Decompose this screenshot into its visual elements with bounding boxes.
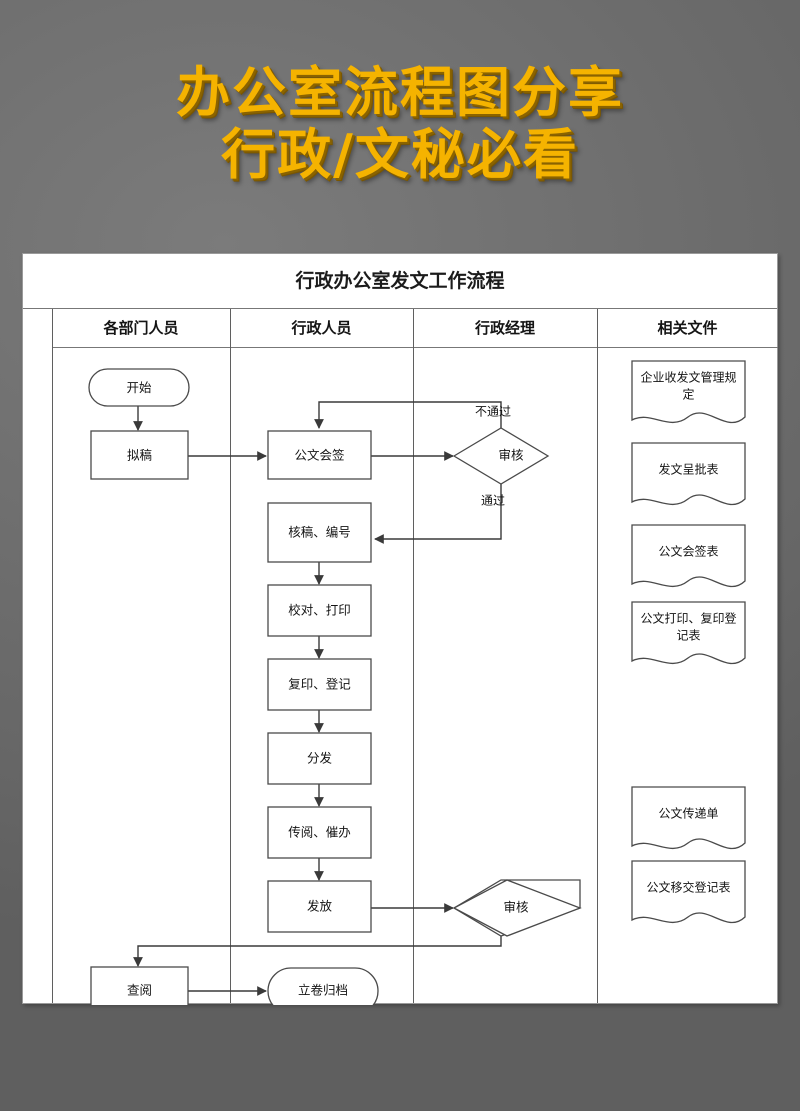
node-archive[interactable]: 立卷归档 <box>267 967 379 1005</box>
node-review-2-label: 审核 <box>503 900 529 915</box>
edge-review2-to-consult <box>133 936 502 967</box>
node-issue[interactable]: 发放 <box>267 880 372 933</box>
flowchart-title: 行政办公室发文工作流程 <box>23 254 777 309</box>
node-verify-number[interactable]: 核稿、编号 <box>267 502 372 563</box>
node-start-label: 开始 <box>126 380 152 395</box>
doc-transfer-register-form-label: 公文移交登记表 <box>646 880 730 895</box>
doc-dispatch-approval-form-label: 发文呈批表 <box>658 462 718 477</box>
edge-review1-pass-to-verify-number <box>374 484 502 544</box>
node-proof-print[interactable]: 校对、打印 <box>267 584 372 637</box>
node-review-1-label: 审核 <box>498 448 524 463</box>
doc-countersign-form[interactable]: 公文会签表 <box>631 524 746 588</box>
node-distribute-label: 分发 <box>307 751 333 766</box>
swimlane-header-admin-manager: 行政经理 <box>413 309 597 348</box>
swimlane-header-related-documents: 相关文件 <box>597 309 778 348</box>
node-proof-print-label: 校对、打印 <box>288 603 351 618</box>
doc-print-copy-register-form[interactable]: 公文打印、复印登 记表 <box>631 601 746 665</box>
flowchart-sheet: 行政办公室发文工作流程 各部门人员 行政人员 行政经理 相关文件 <box>22 253 778 1005</box>
doc-enterprise-dispatch-rules-line2: 定 <box>682 387 694 402</box>
node-review-2[interactable]: 审核 <box>452 879 582 937</box>
node-verify-number-label: 核稿、编号 <box>288 525 351 540</box>
node-draft[interactable]: 拟稿 <box>90 430 189 480</box>
swimlane-header-departments: 各部门人员 <box>52 309 230 348</box>
doc-enterprise-dispatch-rules[interactable]: 企业收发文管理规 定 <box>631 360 746 424</box>
node-circulate-urge-label: 传阅、催办 <box>288 825 351 840</box>
node-archive-label: 立卷归档 <box>298 983 348 998</box>
node-consult-label: 查阅 <box>127 983 152 998</box>
node-countersign-label: 公文会签 <box>294 448 345 463</box>
poster-title-block: 办公室流程图分享 行政/文秘必看 <box>0 62 800 185</box>
doc-dispatch-approval-form[interactable]: 发文呈批表 <box>631 442 746 506</box>
swimlane-header-admin-staff: 行政人员 <box>230 309 413 348</box>
node-copy-register[interactable]: 复印、登记 <box>267 658 372 711</box>
doc-enterprise-dispatch-rules-line1: 企业收发文管理规 <box>640 370 736 385</box>
node-distribute[interactable]: 分发 <box>267 732 372 785</box>
node-review-1[interactable]: 审核 <box>452 427 550 485</box>
poster-title-line-2: 行政/文秘必看 <box>221 122 579 186</box>
swimlane-separator-2 <box>413 309 414 1003</box>
doc-print-copy-register-form-line2: 记表 <box>676 629 700 643</box>
node-draft-label: 拟稿 <box>127 448 152 463</box>
node-countersign[interactable]: 公文会签 <box>267 430 372 480</box>
edge-label-fail: 不通过 <box>475 405 511 419</box>
node-consult[interactable]: 查阅 <box>90 966 189 1005</box>
doc-transfer-register-form[interactable]: 公文移交登记表 <box>631 860 746 924</box>
node-issue-label: 发放 <box>307 899 333 914</box>
node-circulate-urge[interactable]: 传阅、催办 <box>267 806 372 859</box>
edge-label-pass: 通过 <box>481 494 505 508</box>
doc-delivery-slip[interactable]: 公文传递单 <box>631 786 746 850</box>
swimlane-separator-1 <box>230 309 231 1003</box>
doc-print-copy-register-form-line1: 公文打印、复印登 <box>640 611 736 626</box>
doc-delivery-slip-label: 公文传递单 <box>658 806 718 821</box>
swimlane-header-row: 各部门人员 行政人员 行政经理 相关文件 <box>23 309 778 348</box>
swimlane-separator-0 <box>52 309 53 1003</box>
poster-title-line-1: 办公室流程图分享 <box>176 61 624 124</box>
swimlane-separator-3 <box>597 309 598 1003</box>
node-start[interactable]: 开始 <box>88 368 190 407</box>
doc-countersign-form-label: 公文会签表 <box>658 544 718 559</box>
node-copy-register-label: 复印、登记 <box>288 677 351 692</box>
flowchart-canvas: 开始 拟稿 查阅 公文会签 核稿、编号 <box>88 360 746 1005</box>
